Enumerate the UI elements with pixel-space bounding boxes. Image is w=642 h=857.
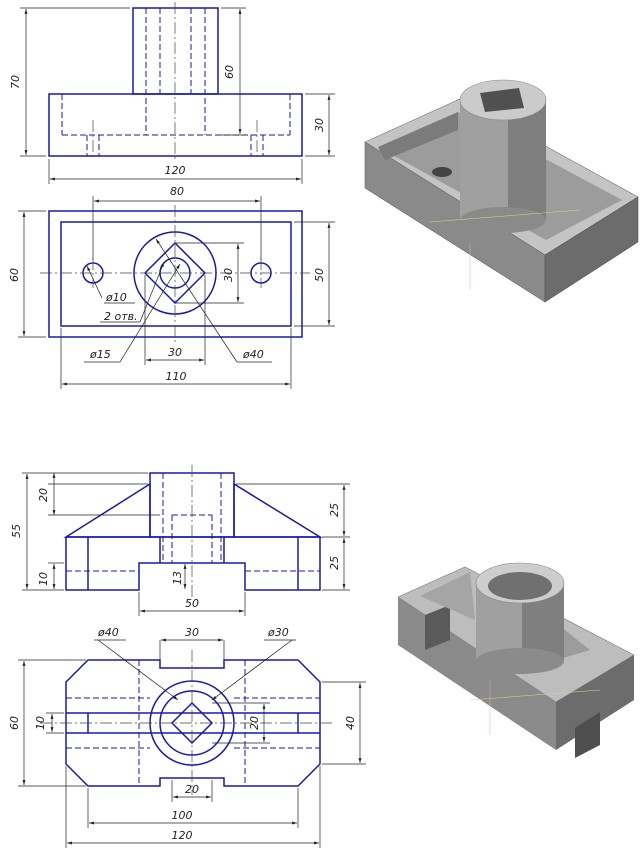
dim-total-height: 70	[9, 75, 22, 89]
dim-hole-count: 2 отв.	[104, 310, 138, 323]
dim-square-width: 30	[168, 346, 182, 359]
dim2-square: 20	[248, 716, 261, 730]
dim2-boss-dia: ø40	[97, 626, 119, 639]
dim-bore-dia: ø15	[89, 348, 111, 361]
dim2-depth: 60	[8, 716, 21, 730]
dim-hole-dia: ø10	[105, 291, 127, 304]
drawing2-3d-model	[397, 562, 635, 758]
dim2-base-height: 25	[328, 556, 341, 570]
dim2-bore-dia: ø30	[267, 626, 289, 639]
dim2-length: 120	[172, 829, 193, 842]
dim-boss-dia: ø40	[242, 348, 264, 361]
dim2-boss-height: 20	[37, 488, 50, 502]
dim2-total-height: 55	[10, 524, 23, 538]
dim2-groove-depth: 13	[171, 571, 184, 585]
drawing2-front-view: 55 20 10 25 25 13 50	[10, 465, 350, 616]
dim2-slot-width: 10	[34, 716, 47, 730]
drawing1-top-view: 80 60 50 30 30 110 ø10 2 отв. ø15 ø4	[8, 185, 335, 389]
dim2-inner-length: 100	[172, 809, 193, 822]
dim2-rib-width: 30	[185, 626, 199, 639]
dim2-groove-width: 50	[185, 597, 199, 610]
dim-inner-depth: 50	[313, 268, 326, 282]
dim2-slot-height: 10	[37, 572, 50, 586]
dim-hole-spacing: 80	[170, 185, 184, 198]
dim2-width: 40	[344, 716, 357, 730]
drawing2-top-view: 30 ø40 ø30 60 10 20 40 20 100 12	[8, 626, 366, 848]
dim-width: 120	[165, 164, 186, 177]
dim2-bottom-slot: 20	[185, 783, 199, 796]
dim-depth: 60	[8, 268, 21, 282]
dim-square: 30	[222, 268, 235, 282]
drawing1-3d-model	[364, 79, 639, 303]
dim-inner-length: 110	[166, 370, 187, 383]
dim-base-height: 30	[313, 118, 326, 132]
dim2-rib-height: 25	[328, 503, 341, 517]
dim-boss-height: 60	[223, 65, 236, 79]
drawing1-front-view: 70 60 30 120	[9, 2, 335, 184]
